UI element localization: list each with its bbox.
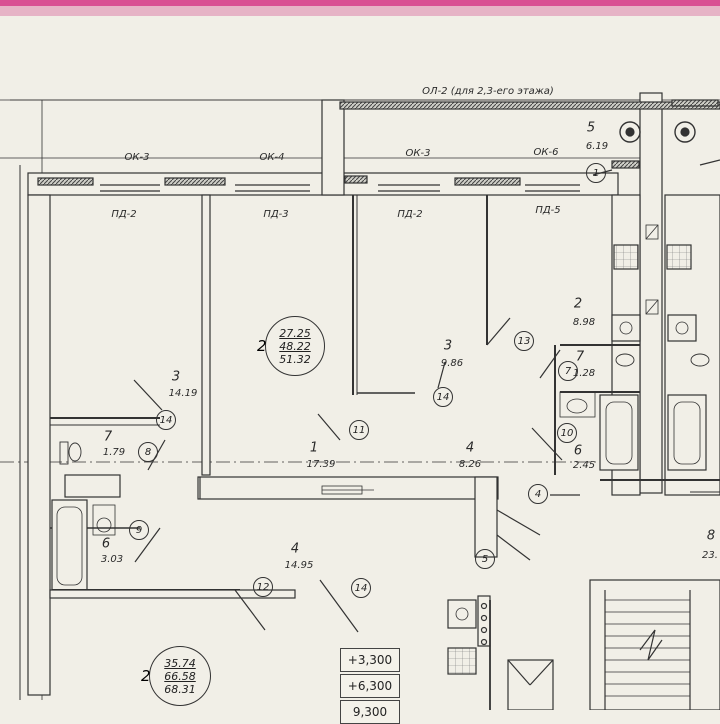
apartment-full-area: 68.31 [164,682,196,696]
marker: 14 [351,578,371,598]
marker: 9 [129,520,149,540]
room-area: 8.26 [458,459,482,470]
balcony-door-label-3: ПД-2 [397,209,423,220]
window-label-2: ОК-4 [259,152,285,163]
stove-1 [613,244,639,270]
apartment-area-badge-b: 2 35.74 66.58 68.31 [141,646,211,706]
marker: 14 [156,410,176,430]
partition-lower [49,589,296,599]
wall-pier [321,99,345,196]
window-ok6 [611,160,640,169]
apartment-digit: 2 [141,667,151,685]
balcony-door-label-2: ПД-3 [263,209,289,220]
marker: 5 [475,549,495,569]
marker: 7 [558,361,578,381]
marker: 13 [514,331,534,351]
marker: 10 [557,423,577,443]
room-area: 17.39 [306,459,336,470]
room-area: 9.86 [440,358,464,369]
apartment-full-area: 51.32 [279,352,311,366]
window-label-1: ОК-3 [124,152,150,163]
room-area: 1.79 [102,447,126,458]
marker: 12 [253,577,273,597]
marker: 4 [528,484,548,504]
apartment-total-area: 35.74 [164,656,196,670]
room-number: 5 [586,120,596,136]
marker: 8 [138,442,158,462]
window-label-4: ОК-6 [533,147,559,158]
balcony-door-label-4: ПД-5 [535,205,561,216]
room-number: 3 [171,369,181,385]
apartment-living-area: 66.58 [164,669,196,683]
level-cell: 9,300 [340,700,400,724]
partition-1 [201,194,211,476]
room-area: 8.98 [572,317,596,328]
room-area: 14.95 [284,560,314,571]
marker: 1 [586,163,606,183]
apartment-total-area: 27.25 [279,326,311,340]
apartment-area-badge-a: 2 27.25 48.22 51.32 [257,316,325,376]
stairwell [589,579,720,710]
vent-1 [619,121,641,143]
room-number: 4 [465,440,475,456]
marker: 11 [349,420,369,440]
room-area: 1.28 [572,368,596,379]
window-small [344,175,368,184]
room-area: 2.45 [572,460,596,471]
room-number: 7 [103,429,113,445]
room-number: 2 [573,296,583,312]
level-cell: +3,300 [340,648,400,672]
window-ok3-b [454,177,521,186]
shaft-wall [639,92,663,494]
room-number: 1 [309,440,319,456]
room-number: 8 [706,528,716,544]
room-number: 4 [290,541,300,557]
room-number: 7 [575,349,585,365]
room-area: 3.03 [100,554,124,565]
toilet-right [615,353,635,367]
exterior-wall-left [27,194,51,696]
level-cell: +6,300 [340,674,400,698]
apartment-living-area: 48.22 [279,339,311,353]
vent-2 [674,121,696,143]
window-ok3-a [37,177,94,186]
room-area: 23. [702,550,718,561]
room-number: 6 [573,443,583,459]
stove-2 [666,244,692,270]
room-area: 14.19 [168,388,198,399]
balcony-rail [339,101,720,110]
window-label-3: ОК-3 [405,148,431,159]
room-area: 6.19 [585,141,609,152]
header-note: ОЛ-2 (для 2,3-его этажа) [422,86,554,97]
room-number: 6 [101,536,111,552]
stove-3 [447,647,477,675]
marker: 14 [433,387,453,407]
paper-edge-band [0,0,720,6]
apartment-digit: 2 [257,337,267,355]
window-ok4 [164,177,226,186]
toilet-left [68,442,82,462]
room-number: 3 [443,338,453,354]
balcony-door-label-1: ПД-2 [111,209,137,220]
